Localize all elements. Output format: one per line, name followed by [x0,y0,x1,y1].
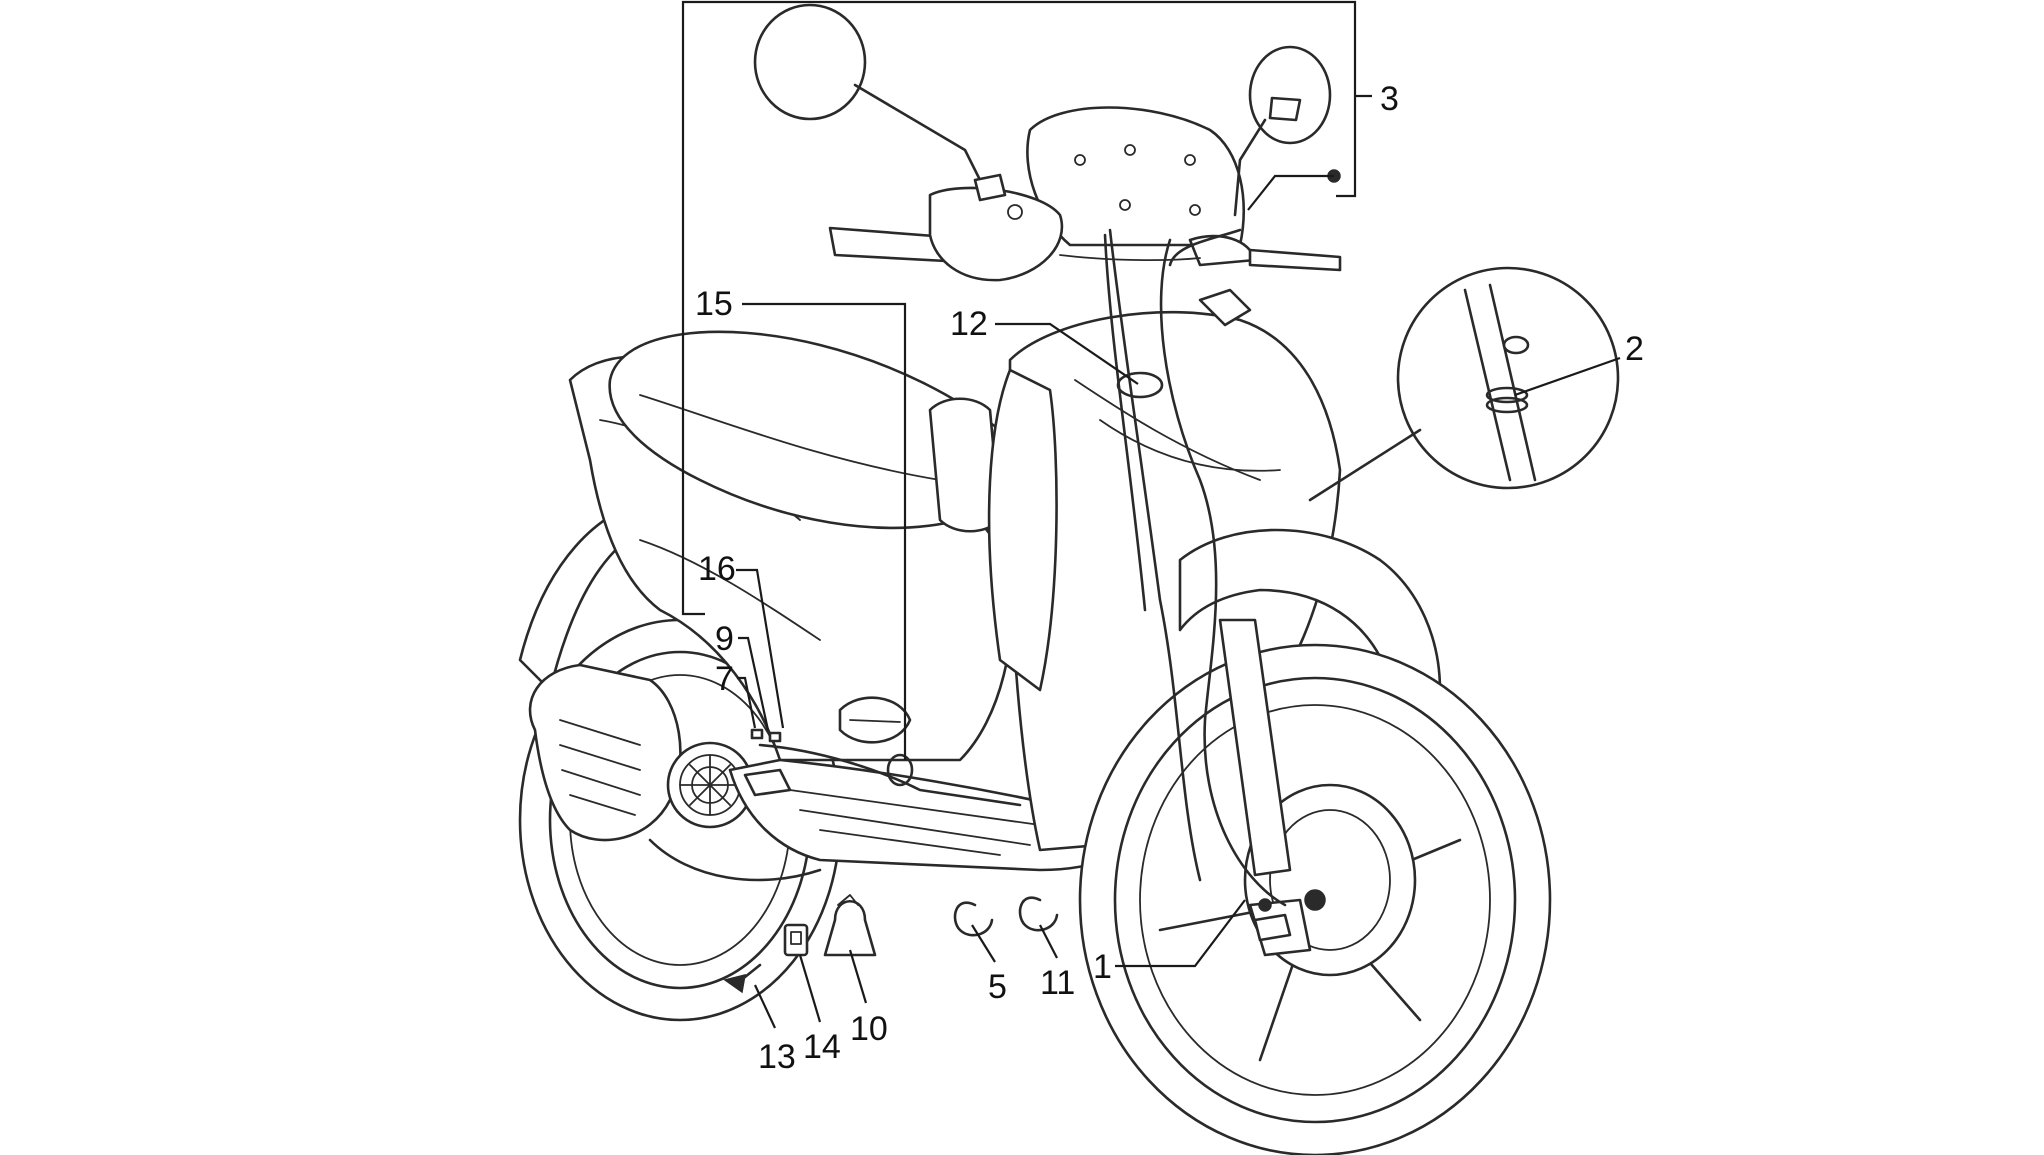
hardware-parts [723,728,1292,994]
callout-labels: 3 15 12 2 16 9 7 1 5 11 10 14 13 [695,80,1644,1076]
callout-9: 9 [715,620,734,658]
callout-14: 14 [803,1028,841,1066]
detail-inset [1308,266,1620,502]
cables [758,228,1287,907]
callout-10: 10 [850,1010,888,1048]
right-mirror [1233,45,1332,217]
callout-2: 2 [1625,330,1644,368]
callout-13: 13 [758,1038,796,1076]
callout-1: 1 [1093,948,1112,986]
left-mirror [753,3,1007,202]
callout-15: 15 [695,285,733,323]
callout-16: 16 [698,550,736,588]
scooter-illustration [518,3,1620,1155]
callout-7: 7 [715,660,734,698]
leader-lines [681,0,1621,1029]
callout-3: 3 [1380,80,1399,118]
callout-12: 12 [950,305,988,343]
callout-11: 11 [1040,964,1075,1002]
front-wheel [1078,643,1552,1155]
handlebar [828,186,1342,282]
callout-5: 5 [988,968,1007,1006]
exhaust-muffler [528,663,822,882]
